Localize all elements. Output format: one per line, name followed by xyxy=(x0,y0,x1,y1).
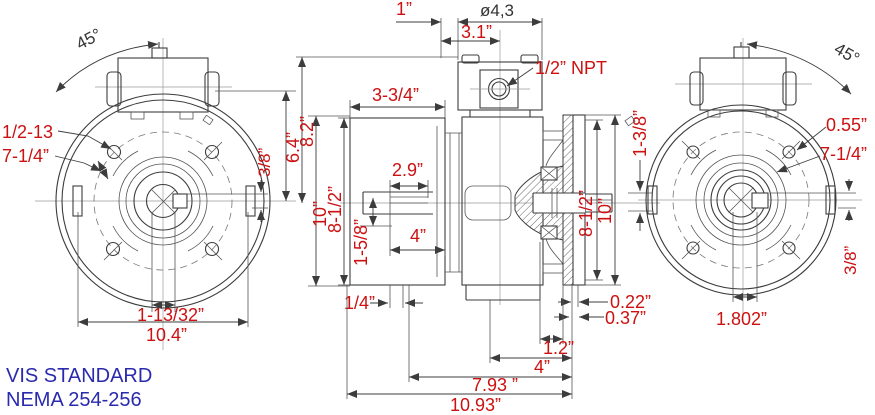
rear-bolt-circle-label: 7-1/4” xyxy=(820,144,867,164)
standard-note-line2: NEMA 254-256 xyxy=(6,389,142,411)
standard-note-line1: VIS STANDARD xyxy=(6,365,152,387)
flange-diameter-label: 10” xyxy=(595,198,615,224)
front-keyway-depth-label: 3/8” xyxy=(255,147,274,177)
rear-keyway-width-label: 1.802” xyxy=(716,309,767,329)
front-tap-size-label: 1/2-13 xyxy=(2,122,53,142)
key-length-label: 2.9” xyxy=(392,160,423,180)
front-side-lug xyxy=(72,185,83,217)
flange-bolt-circle-label: 8-1/2” xyxy=(576,190,596,237)
front-bolt-hole xyxy=(204,241,220,257)
front-fitting xyxy=(202,114,214,126)
standard-note: VIS STANDARD NEMA 254-256 xyxy=(6,365,152,411)
box-top-height-label: 8.2” xyxy=(297,116,317,147)
front-angle-label: 45° xyxy=(73,25,105,54)
shaft-length-label: 4” xyxy=(410,226,426,246)
front-bolt-hole xyxy=(106,144,122,160)
box-offset-label: 1” xyxy=(396,0,412,19)
front-keyway xyxy=(172,193,188,209)
flange-thickness-label: 0.37” xyxy=(605,308,646,328)
rear-bolt-hole xyxy=(686,241,700,255)
front-dimensions: 45° 1/2-13 7-1/4” 3/8” 6.4” 1-13/32” 10.… xyxy=(2,25,303,345)
flange-length-label: 4” xyxy=(534,357,550,377)
rear-side-lug xyxy=(825,185,836,215)
rear-bolt-hole xyxy=(782,145,796,159)
front-side-lug xyxy=(245,185,256,217)
rear-keyway xyxy=(751,192,769,209)
front-face-diameter-label: 10.4” xyxy=(146,325,187,345)
conduit-offset-label: 3.1” xyxy=(461,22,492,42)
rear-view: 45° 0.55” 7-1/4” 1.802” 3/8” xyxy=(624,38,867,329)
rear-height-label: 10” xyxy=(310,201,330,227)
rear-angle-label: 45° xyxy=(831,39,863,68)
side-fan-cover xyxy=(349,117,462,308)
rear-hole-diameter-label: 0.55” xyxy=(826,115,867,135)
rear-keyway-depth-label: 3/8” xyxy=(841,245,860,275)
total-length-label: 10.93” xyxy=(450,395,501,415)
front-bolt-hole xyxy=(105,241,121,257)
side-terminal-box xyxy=(457,54,543,111)
rear-depth-label: 3-3/4” xyxy=(372,85,419,105)
side-view: 1” ø4,3 3.1” 1/2” NPT 3-3/4” 2.9” 1-5/8”… xyxy=(296,0,660,415)
front-bolt-circle-label: 7-1/4” xyxy=(2,146,49,166)
pilot-step-label: 0.22” xyxy=(610,292,651,312)
shaft-extension-label: 1.2” xyxy=(543,338,574,358)
rear-bolt-hole xyxy=(686,145,700,159)
key-offset-label: 1-5/8” xyxy=(351,219,371,266)
rear-side-lug xyxy=(647,185,658,215)
rear-dimensions: 45° 0.55” 7-1/4” 1.802” 3/8” xyxy=(716,39,867,329)
shaft-stub-label: 1-3/8” xyxy=(630,110,650,157)
foot-step-label: 1/4” xyxy=(344,293,375,313)
side-dimensions: 1” ø4,3 3.1” 1/2” NPT 3-3/4” 2.9” 1-5/8”… xyxy=(296,0,652,415)
conduit-size-label: 1/2” NPT xyxy=(535,58,607,78)
body-length-label: 7.93 ” xyxy=(472,375,518,395)
fan-cover-diameter-label: 8-1/2” xyxy=(325,186,345,233)
rear-fitting xyxy=(624,115,636,127)
box-diameter-label: ø4,3 xyxy=(480,1,514,20)
side-motor-body xyxy=(461,110,544,301)
front-bolt-hole xyxy=(204,144,220,160)
front-view: 45° 1/2-13 7-1/4” 3/8” 6.4” 1-13/32” 10.… xyxy=(2,25,303,350)
rear-bolt-hole xyxy=(782,241,796,255)
